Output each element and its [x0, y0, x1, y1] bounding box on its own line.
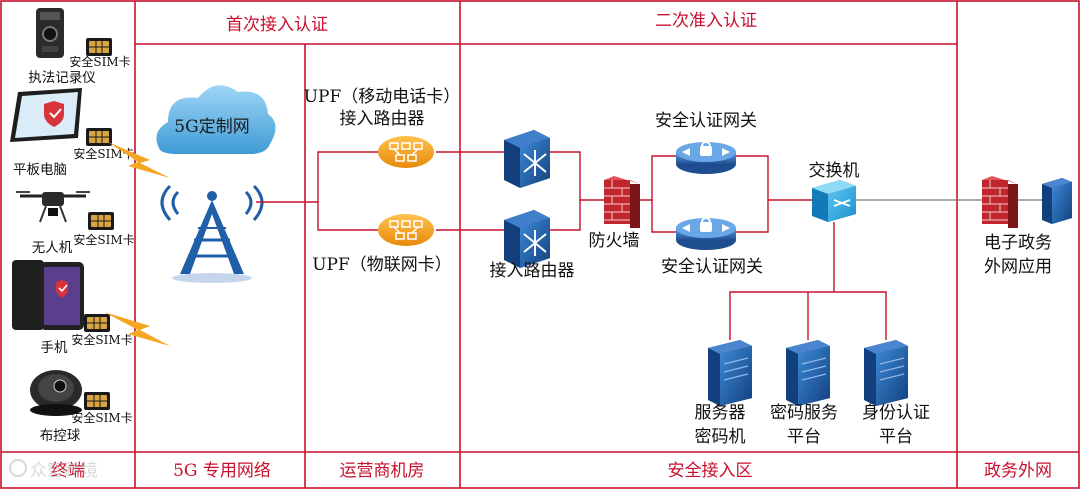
dome-camera-icon [30, 370, 82, 416]
cloud-label: 5G定制网 [174, 117, 249, 137]
footer-terminal: 终端 [51, 461, 85, 481]
upf-mobile-label: UPF（移动电话卡） [304, 87, 461, 107]
body-camera-icon [36, 8, 64, 58]
watermark: 众智跨境 [9, 459, 98, 481]
server-icon [707, 339, 753, 407]
identity-auth-label-line2: 平台 [879, 427, 913, 447]
crypto-service-label-line1: 密码服务 [770, 403, 838, 423]
server-icon [1042, 178, 1072, 224]
signal-bolt-icon [104, 312, 170, 346]
cloud-icon [156, 85, 276, 154]
sim-label: 安全SIM卡 [69, 54, 130, 69]
cell-tower-icon [160, 184, 264, 283]
sim-card-icon [83, 313, 111, 333]
router-icon [503, 209, 551, 269]
sim-label: 安全SIM卡 [73, 232, 134, 247]
sim-card-icon [85, 127, 113, 147]
drone-icon [16, 191, 90, 223]
sim-card-icon [83, 391, 111, 411]
terminal-label-tablet: 平板电脑 [13, 162, 67, 178]
sim-label: 安全SIM卡 [71, 410, 132, 425]
watermark-text: 众智跨境 [30, 461, 98, 481]
sim-label: 安全SIM卡 [73, 146, 134, 161]
switch-icon [812, 180, 856, 222]
firewall-label: 防火墙 [589, 231, 640, 251]
identity-auth-label-line1: 身份认证 [862, 403, 930, 423]
server-label-line2: 密码机 [695, 427, 746, 447]
signal-bolt-icon [108, 142, 170, 178]
footer-gov-external: 政务外网 [984, 461, 1052, 481]
sim-card-icon [87, 211, 115, 231]
access-router-label: 接入路由器 [490, 261, 575, 281]
terminal-label-dome-camera: 布控球 [40, 428, 81, 444]
terminal-label-phone: 手机 [41, 340, 68, 356]
upf-iot-icon [377, 213, 435, 247]
footer-operator-room: 运营商机房 [340, 461, 425, 481]
gateway-top-label: 安全认证网关 [655, 111, 757, 131]
terminal-label-body-camera: 执法记录仪 [28, 70, 96, 86]
server-label-line1: 服务器 [695, 403, 746, 423]
footer-private-network: 5G 专用网络 [173, 461, 271, 481]
server-icon [785, 339, 831, 407]
gateway-bottom-label: 安全认证网关 [661, 257, 763, 277]
footer-secure-zone: 安全接入区 [668, 461, 753, 481]
gov-app-label-line2: 外网应用 [984, 257, 1052, 277]
firewall-icon [603, 175, 641, 229]
crypto-service-label-line2: 平台 [787, 427, 821, 447]
vpn-gateway-icon [675, 217, 737, 251]
gov-app-label-line1: 电子政务 [984, 233, 1052, 253]
upf-mobile-router-label: 接入路由器 [340, 109, 425, 129]
upf-mobile-icon [377, 135, 435, 169]
router-icon [503, 129, 551, 189]
vpn-gateway-icon [675, 141, 737, 175]
header-first-access: 首次接入认证 [226, 15, 328, 35]
phone-icon [12, 260, 84, 330]
header-second-access: 二次准入认证 [655, 11, 757, 31]
switch-label: 交换机 [809, 161, 860, 181]
sim-label: 安全SIM卡 [71, 332, 132, 347]
server-icon [863, 339, 909, 407]
terminal-label-drone: 无人机 [32, 240, 73, 256]
firewall-icon [981, 175, 1019, 229]
connection-wires [256, 151, 1042, 340]
sim-card-icon [85, 37, 113, 57]
upf-iot-label: UPF（物联网卡） [312, 255, 452, 275]
tablet-icon [10, 88, 82, 142]
